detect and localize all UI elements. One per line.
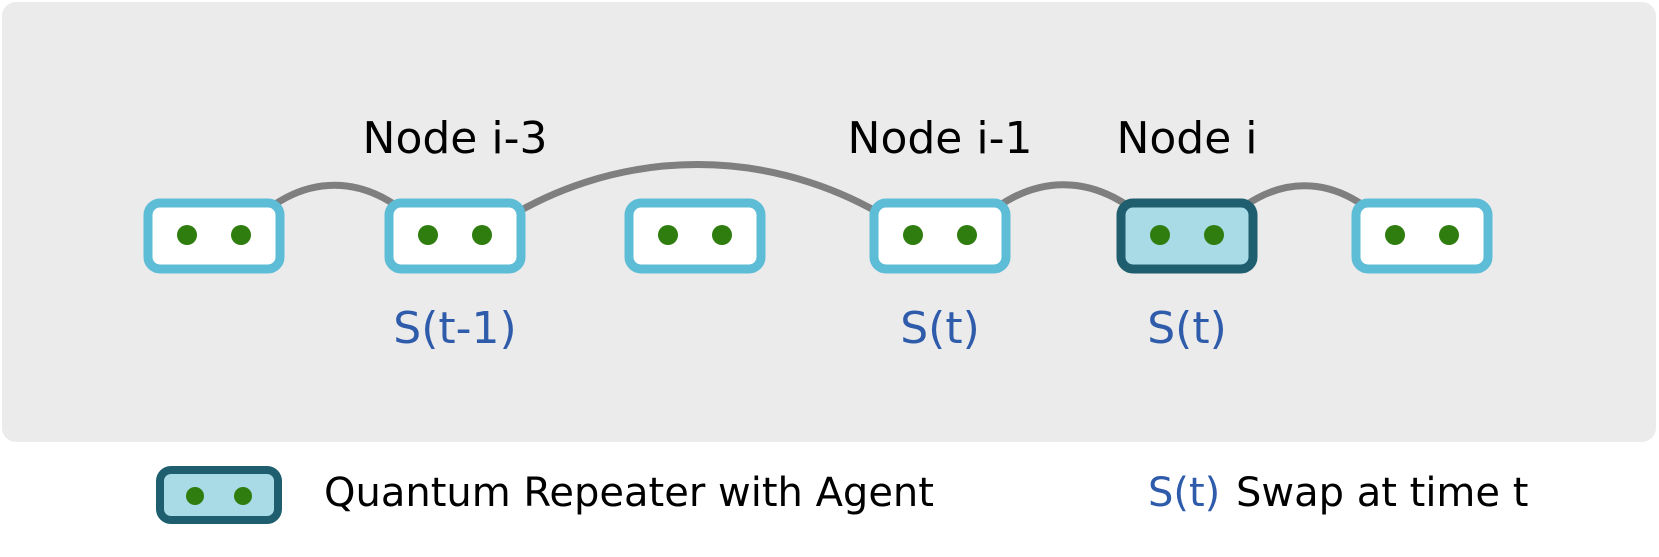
qubit-dot [177, 225, 197, 245]
node-label: Node i-3 [363, 113, 548, 164]
diagram-panel [2, 2, 1656, 442]
repeater-box [1351, 198, 1493, 274]
repeater-box [384, 198, 526, 274]
legend-agent-repeater-icon [156, 466, 282, 524]
qubit-dot [1385, 225, 1405, 245]
qubit-dot [186, 487, 204, 505]
repeater-node [624, 198, 766, 274]
repeater-node [1351, 198, 1493, 274]
repeater-node [869, 198, 1011, 274]
repeater-with-agent [1116, 198, 1258, 274]
qubit-dot [1204, 225, 1224, 245]
repeater-box [1116, 198, 1258, 274]
repeater-node [384, 198, 526, 274]
qubit-dot [231, 225, 251, 245]
node-labels: Node i-3 Node i-1 Node i [363, 113, 1258, 164]
legend-repeater-box [156, 466, 282, 524]
legend: Quantum Repeater with Agent S(t) Swap at… [156, 466, 1528, 524]
repeater-box [624, 198, 766, 274]
qubit-dot [1150, 225, 1170, 245]
qubit-dot [658, 225, 678, 245]
qubit-dot [712, 225, 732, 245]
swap-label: S(t) [1147, 303, 1227, 354]
swap-label: S(t-1) [393, 303, 516, 354]
node-label: Node i-1 [848, 113, 1033, 164]
repeater-chain [143, 198, 1493, 274]
swap-label: S(t) [900, 303, 980, 354]
repeater-box [869, 198, 1011, 274]
qubit-dot [472, 225, 492, 245]
repeater-box [143, 198, 285, 274]
legend-swap-symbol: S(t) [1148, 470, 1220, 516]
entanglement-link-2 [478, 161, 917, 239]
repeater-node [143, 198, 285, 274]
qubit-dot [234, 487, 252, 505]
qubit-dot [1439, 225, 1459, 245]
qubit-dot [903, 225, 923, 245]
legend-agent-label: Quantum Repeater with Agent [324, 470, 934, 516]
legend-swap-description: Swap at time t [1236, 470, 1528, 516]
node-label: Node i [1116, 113, 1257, 164]
qubit-dot [957, 225, 977, 245]
swap-labels: S(t-1) S(t) S(t) [393, 303, 1226, 354]
qubit-dot [418, 225, 438, 245]
